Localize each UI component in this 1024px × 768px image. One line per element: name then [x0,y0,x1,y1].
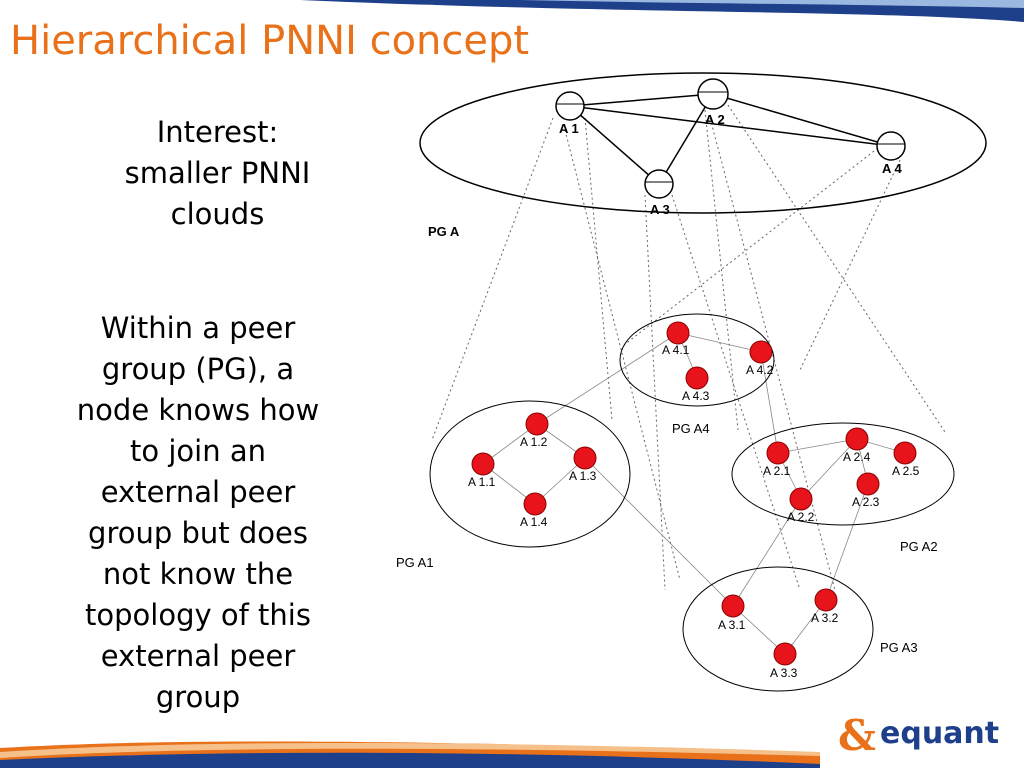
node-label: A 1.4 [520,515,548,529]
projection-lines [431,104,946,591]
node-label: A 3.1 [718,618,746,632]
inter-group-links [536,332,869,607]
group-label: PG A2 [900,539,938,554]
node-label: A 1.3 [569,469,597,483]
node-a2-2 [789,487,813,511]
description-line: topology of this [85,598,311,632]
logo-ampersand: & [838,711,876,758]
interest-line: smaller PNNI [124,156,311,190]
description-line: group [155,680,241,714]
node-label: A 1.1 [468,475,496,489]
node-a1-1 [471,452,495,476]
node-label: A 4.3 [682,389,710,403]
page-title: Hierarchical PNNI concept [10,18,530,64]
interest-line: clouds [170,197,265,231]
node-label: A 2.3 [852,495,880,509]
node-label: A 2.5 [892,464,920,478]
pg-a2-group: A 2.1 A 2.2 A 2.3 A 2.4 A 2.5 PG A2 [731,422,955,554]
description-text: Within a peer group (PG), a node knows h… [38,308,358,718]
node-label: A 4.2 [746,363,774,377]
interest-text: Interest: smaller PNNI clouds [80,112,355,235]
node-a2-4 [845,427,869,451]
node-label: A 3.3 [770,666,798,680]
node-a1-4 [523,492,547,516]
footer-swoosh [0,741,820,768]
group-label: PG A1 [396,555,434,570]
pg-a-group: A 1 A 2 A 3 A 4 PG A [419,72,987,239]
pg-a-node [697,78,729,110]
node-a3-3 [773,642,797,666]
equant-logo-text: equant [880,716,1000,751]
node-a2-1 [766,441,790,465]
interest-line: Interest: [156,115,279,149]
node-a1-2 [525,412,549,436]
pg-a-node [876,131,906,161]
pg-a-node [555,91,585,121]
node-label: A 2 [705,112,725,127]
node-label: A 1 [559,121,579,136]
node-a3-2 [814,588,838,612]
node-label: A 2.1 [763,464,791,478]
node-label: A 2.4 [843,450,871,464]
node-label: A 4.1 [662,343,690,357]
group-label: PG A [428,224,460,239]
node-a4-2 [749,340,773,364]
pg-a4-group: A 4.1 A 4.2 A 4.3 PG A4 [619,313,775,436]
node-a4-3 [685,366,709,390]
node-a1-3 [573,446,597,470]
pg-a-node [644,169,674,199]
node-a4-1 [666,321,690,345]
pg-a3-group: A 3.1 A 3.2 A 3.3 PG A3 [682,566,918,692]
description-line: external peer [100,639,296,673]
description-line: external peer [100,475,296,509]
description-line: Within a peer [100,311,296,345]
description-line: group (PG), a [101,352,295,386]
node-label: A 4 [882,161,903,176]
group-label: PG A3 [880,640,918,655]
description-line: not know the [102,557,294,591]
header-swoosh [300,0,1024,30]
node-a2-5 [893,441,917,465]
equant-logo-mark: & [838,711,876,758]
node-a3-1 [721,594,745,618]
node-label: A 3.2 [811,611,839,625]
description-line: node knows how [76,393,320,427]
description-line: to join an [130,434,266,468]
node-label: A 3 [650,202,670,217]
group-label: PG A4 [672,421,710,436]
description-line: group but does [88,516,308,550]
node-a2-3 [856,472,880,496]
node-label: A 2.2 [787,510,815,524]
node-label: A 1.2 [520,435,548,449]
pg-a1-group: A 1.1 A 1.2 A 1.3 A 1.4 PG A1 [396,400,631,570]
